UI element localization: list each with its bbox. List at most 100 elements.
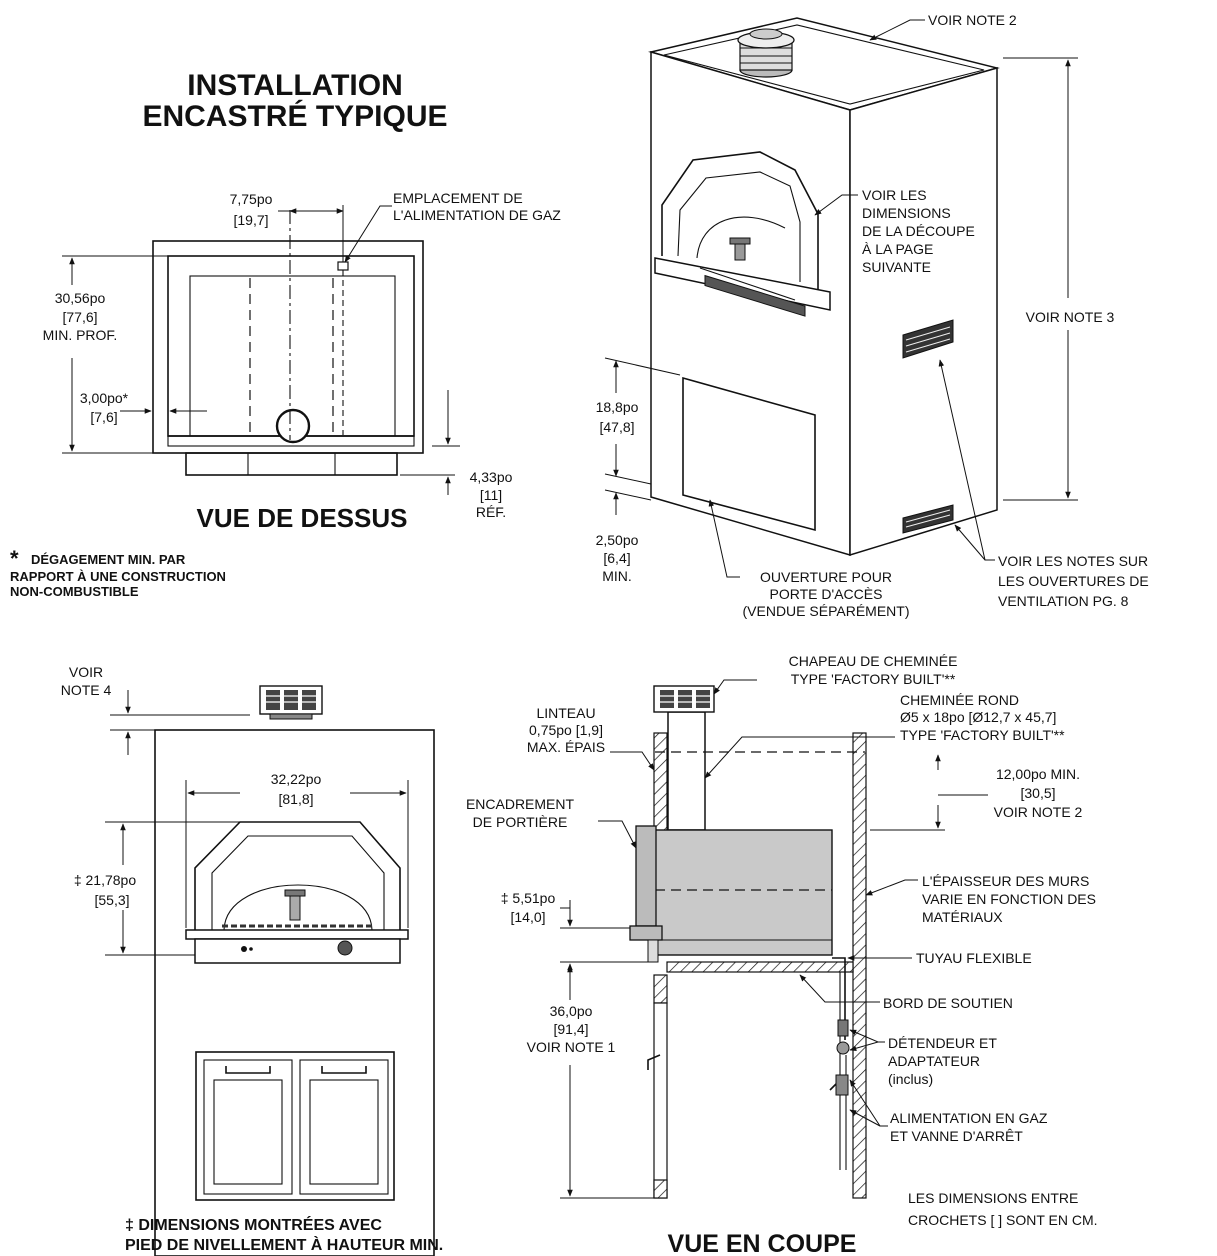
iso-access-opening: [682, 376, 816, 532]
frame-label-2: DE PORTIÈRE: [473, 814, 568, 830]
frame-label-1: ENCADREMENT: [466, 796, 575, 812]
front-oven-dome: [185, 821, 409, 964]
support-label: BORD DE SOUTIEN: [883, 995, 1013, 1011]
front-width-dim-cm: [81,8]: [278, 791, 313, 807]
cutout-label-1: VOIR LES: [862, 187, 927, 203]
regulator-label-2: ADAPTATEUR: [888, 1053, 980, 1069]
regulator-label-3: (inclus): [888, 1071, 933, 1087]
front-height-dim: ‡ 21,78po: [74, 872, 136, 888]
iso-note-2: VOIR NOTE 2: [928, 12, 1017, 28]
iso-min-dim: 2,50po: [596, 532, 639, 548]
section-leg-dim: ‡ 5,51po: [501, 890, 556, 906]
section-top-dim: 12,00po MIN.: [996, 766, 1080, 782]
section-chimney-pipe: [667, 711, 706, 831]
front-width-dim: 32,22po: [271, 771, 322, 787]
top-clearance-dim-cm: [7,6]: [90, 409, 117, 425]
iso-min-dim-cm: [6,4]: [603, 550, 630, 566]
section-right-wall: [852, 732, 867, 1199]
front-enclosure: [154, 729, 435, 1256]
top-depth-dim-cm: [77,6]: [62, 309, 97, 325]
cutout-label-4: À LA PAGE: [862, 241, 933, 257]
top-view-heading: VUE DE DESSUS: [197, 503, 408, 533]
cutout-label-2: DIMENSIONS: [862, 205, 951, 221]
front-note-4-line-1: VOIR: [69, 664, 103, 680]
access-label-1: OUVERTURE POUR: [760, 569, 892, 585]
control-knob-icon: [337, 940, 353, 956]
section-gas-line: [647, 957, 850, 1170]
wall-label-2: VARIE EN FONCTION DES: [922, 891, 1096, 907]
gas-supply-label-1: ALIMENTATION EN GAZ: [890, 1110, 1048, 1126]
front-chimney-cap: [259, 685, 323, 720]
top-width-dim-cm: [19,7]: [233, 212, 268, 228]
iso-min-note: MIN.: [602, 568, 632, 584]
access-label-2: PORTE D'ACCÈS: [770, 586, 883, 602]
isometric-view: VOIR NOTE 2 VOIR LES DIMENSIONS DE LA DÉ…: [596, 12, 1149, 619]
access-label-3: (VENDUE SÉPARÉMENT): [743, 603, 910, 619]
section-top-note: VOIR NOTE 2: [994, 804, 1083, 820]
section-top-dim-cm: [30,5]: [1020, 785, 1055, 801]
chimney-label-1: CHEMINÉE ROND: [900, 692, 1019, 708]
top-ref-dim: 4,33po: [470, 469, 513, 485]
iso-upper-vent: [902, 319, 954, 359]
section-left-wall-lower: [653, 974, 668, 1004]
section-floor-dim-cm: [91,4]: [553, 1021, 588, 1037]
vent-label-1: VOIR LES NOTES SUR: [998, 553, 1148, 569]
cap-label-1: CHAPEAU DE CHEMINÉE: [789, 653, 958, 669]
iso-note-3: VOIR NOTE 3: [1026, 309, 1115, 325]
iso-door-dim: 18,8po: [596, 399, 639, 415]
clearance-line-1: DÉGAGEMENT MIN. PAR: [31, 552, 186, 567]
section-support-shelf: [666, 961, 854, 973]
clearance-star: *: [10, 546, 19, 571]
title-line-2: ENCASTRÉ TYPIQUE: [142, 99, 447, 133]
section-floor-dim: 36,0po: [550, 1003, 593, 1019]
wall-label-1: L'ÉPAISSEUR DES MURS: [922, 873, 1089, 889]
top-clearance-dim: 3,00po*: [80, 390, 129, 406]
iso-lower-vent: [902, 504, 954, 534]
section-door-frame: [635, 825, 657, 927]
lintel-label-1: LINTEAU: [536, 705, 595, 721]
clearance-footnote: * DÉGAGEMENT MIN. PAR RAPPORT À UNE CONS…: [10, 546, 226, 599]
chimney-label-3: TYPE 'FACTORY BUILT'**: [900, 727, 1065, 743]
cap-label-2: TYPE 'FACTORY BUILT'**: [791, 671, 956, 687]
section-view-heading: VUE EN COUPE: [668, 1230, 857, 1256]
iso-chimney-cap: [737, 28, 795, 78]
lintel-label-3: MAX. ÉPAIS: [527, 739, 605, 755]
flex-hose-label: TUYAU FLEXIBLE: [916, 950, 1032, 966]
section-left-wall-upper: [653, 732, 668, 839]
top-view-cart: [185, 452, 398, 476]
top-depth-dim: 30,56po: [55, 290, 106, 306]
iso-oven-dome: [654, 151, 831, 317]
units-note-line-1: LES DIMENSIONS ENTRE: [908, 1190, 1078, 1206]
vent-label-2: LES OUVERTURES DE: [998, 573, 1149, 589]
flue-circle: [275, 408, 311, 444]
front-oven-ledge: [185, 929, 409, 940]
top-depth-note: MIN. PROF.: [43, 327, 118, 343]
section-view: CHAPEAU DE CHEMINÉE TYPE 'FACTORY BUILT'…: [466, 653, 1096, 1256]
top-width-dim: 7,75po: [230, 191, 273, 207]
top-ref-note: RÉF.: [476, 504, 506, 520]
top-view: 7,75po [19,7] EMPLACEMENT DE L'ALIMENTAT…: [43, 190, 562, 533]
iso-door-dim-cm: [47,8]: [599, 419, 634, 435]
main-title: INSTALLATION ENCASTRÉ TYPIQUE: [142, 69, 447, 133]
footer-notes: ‡ DIMENSIONS MONTRÉES AVEC PIED DE NIVEL…: [125, 1190, 1098, 1254]
gas-location-label-2: L'ALIMENTATION DE GAZ: [393, 207, 561, 223]
section-oven-body: [651, 829, 833, 956]
vent-label-3: VENTILATION PG. 8: [998, 593, 1129, 609]
lintel-label-2: 0,75po [1,9]: [529, 722, 603, 738]
cutout-label-3: DE LA DÉCOUPE: [862, 223, 975, 239]
front-height-dim-cm: [55,3]: [94, 892, 129, 908]
cutout-label-5: SUIVANTE: [862, 259, 931, 275]
wall-label-3: MATÉRIAUX: [922, 909, 1003, 925]
chimney-label-2: Ø5 x 18po [Ø12,7 x 45,7]: [900, 709, 1056, 725]
front-view: VOIR NOTE 4 32,22po [81,8] ‡ 21,78po [: [61, 664, 435, 1256]
iso-right-face: [849, 67, 998, 557]
title-line-1: INSTALLATION: [187, 69, 403, 102]
gas-inlet-marker: [337, 261, 349, 271]
dimension-note-line-1: ‡ DIMENSIONS MONTRÉES AVEC: [125, 1215, 382, 1234]
front-control-panel: [194, 938, 401, 964]
section-floor-note: VOIR NOTE 1: [527, 1039, 616, 1055]
clearance-line-2: RAPPORT À UNE CONSTRUCTION: [10, 569, 226, 584]
front-note-4-line-2: NOTE 4: [61, 682, 112, 698]
front-cabinet: [195, 1051, 395, 1201]
